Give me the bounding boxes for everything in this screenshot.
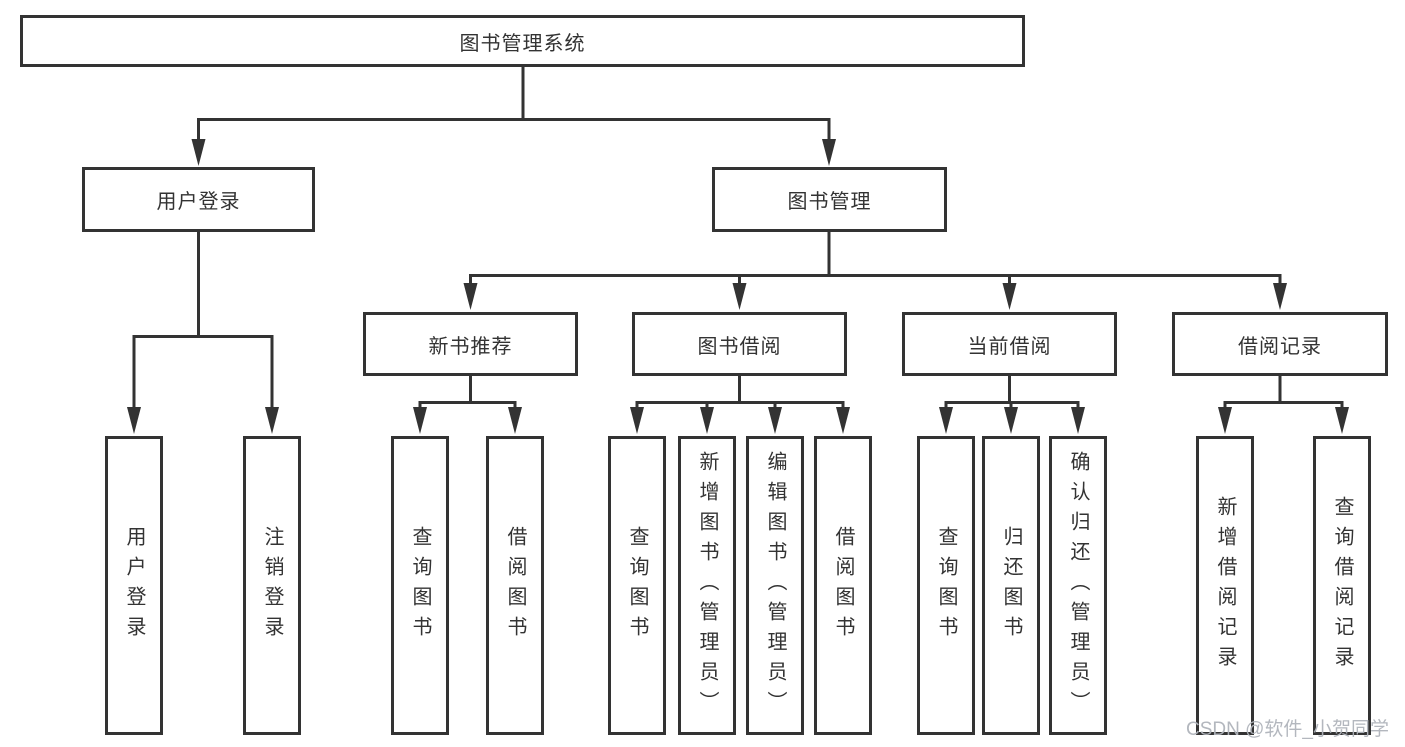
arrow-to-leaf-confirm-return (1071, 407, 1085, 434)
csdn-watermark: CSDN @软件_小贺同学 (1186, 719, 1389, 740)
arrow-to-leaf-add-borrow-record (1218, 407, 1232, 434)
arrow-to-leaf-logout (265, 407, 279, 434)
leaf-edit-books-admin: 编辑图书（管理员） (746, 436, 804, 735)
leaf-query-books-2: 查询图书 (608, 436, 666, 735)
node-borrowing-records: 借阅记录 (1172, 312, 1388, 376)
arrow-to-leaf-query-books-3 (939, 407, 953, 434)
arrow-to-leaf-borrow-books-2 (836, 407, 850, 434)
leaf-add-books-admin: 新增图书（管理员） (678, 436, 736, 735)
node-user-login: 用户登录 (82, 167, 315, 232)
leaf-query-books-1: 查询图书 (391, 436, 449, 735)
arrow-to-leaf-query-books-1 (413, 407, 427, 434)
arrow-to-leaf-return-books (1004, 407, 1018, 434)
leaf-borrow-books-1: 借阅图书 (486, 436, 544, 735)
arrow-to-borrowing-records (1273, 283, 1287, 310)
arrow-to-leaf-edit-books (768, 407, 782, 434)
node-current-borrowing: 当前借阅 (902, 312, 1117, 376)
arrow-to-book-borrowing (732, 283, 747, 310)
arrow-to-current-borrowing (1002, 283, 1017, 310)
arrow-to-leaf-user-login (127, 407, 141, 434)
node-library-management-system: 图书管理系统 (20, 15, 1025, 67)
node-new-book-recommendation: 新书推荐 (363, 312, 578, 376)
leaf-logout: 注销登录 (243, 436, 301, 735)
arrow-to-leaf-add-books (700, 407, 714, 434)
leaf-return-books: 归还图书 (982, 436, 1040, 735)
leaf-confirm-return-admin: 确认归还（管理员） (1049, 436, 1107, 735)
node-book-borrowing: 图书借阅 (632, 312, 847, 376)
node-book-management: 图书管理 (712, 167, 947, 232)
arrow-to-leaf-query-books-2 (630, 407, 644, 434)
arrow-to-new-book-recommendation (463, 283, 478, 310)
arrowheads (127, 139, 1349, 434)
arrow-to-leaf-query-borrow-record (1335, 407, 1349, 434)
leaf-add-borrow-record: 新增借阅记录 (1196, 436, 1254, 735)
arrow-to-book-management (822, 139, 836, 166)
arrow-to-user-login (191, 139, 206, 166)
arrow-to-leaf-borrow-books-1 (508, 407, 522, 434)
leaf-user-login: 用户登录 (105, 436, 163, 735)
leaf-borrow-books-2: 借阅图书 (814, 436, 872, 735)
leaf-query-books-3: 查询图书 (917, 436, 975, 735)
leaf-query-borrow-record: 查询借阅记录 (1313, 436, 1371, 735)
connector-segments (132, 67, 1344, 408)
